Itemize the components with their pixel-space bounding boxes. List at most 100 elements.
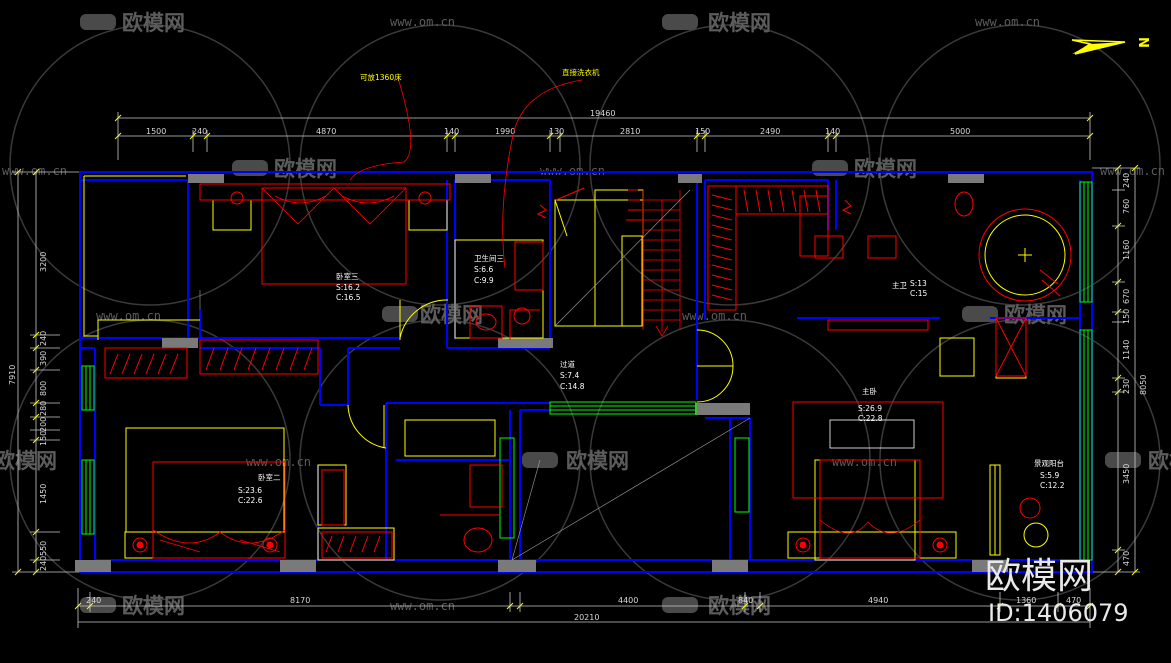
brand-id: ID:1406079 <box>988 599 1129 627</box>
dim-top-segment: 240 <box>192 127 207 136</box>
watermark-text: 欧模网 <box>0 449 57 473</box>
dimension-lines <box>12 112 1140 628</box>
dim-left-segment: 200 <box>39 417 48 432</box>
room-area: S:13 <box>910 279 927 288</box>
room-area: S:26.9 <box>858 404 882 413</box>
bed-3 <box>261 187 407 285</box>
room-name: 主卧 <box>862 386 877 396</box>
dim-bottom-segment: 4940 <box>868 596 888 605</box>
room-area: S:6.6 <box>474 265 493 274</box>
dim-bottom-segment: 8170 <box>290 596 310 605</box>
room-name: 主卫 <box>892 280 907 290</box>
room-name: 卧室三 <box>336 271 359 281</box>
dim-left-segment: 280 <box>39 401 48 416</box>
watermark-url: www.om.cn <box>832 455 897 469</box>
north-arrow-icon <box>1071 39 1126 55</box>
leader-lines <box>199 189 751 561</box>
dim-bottom-segment: 840 <box>738 596 753 605</box>
watermark-text: 欧模网 <box>274 157 337 181</box>
dim-left-segment: 3200 <box>39 252 48 272</box>
dim-top-total: 19460 <box>590 109 615 118</box>
dim-left-segment: 150 <box>39 431 48 446</box>
dim-top-segment: 1990 <box>495 127 515 136</box>
dim-left-segment: 240 <box>39 556 48 571</box>
watermark-text: 欧模网 <box>708 11 771 35</box>
dim-left-segment: 390 <box>39 351 48 366</box>
yellow-outlines <box>83 175 1027 561</box>
dim-top-segment: 2810 <box>620 127 640 136</box>
dim-top-segment: 5000 <box>950 127 970 136</box>
dim-top-segment: 1500 <box>146 127 166 136</box>
dim-right-segment: 760 <box>1122 199 1131 214</box>
dim-right-segment: 150 <box>1122 309 1131 324</box>
wardrobe <box>104 347 188 379</box>
dim-top-segment: 4870 <box>316 127 336 136</box>
top-dimensions: 19460 1500 240 4870 140 1990 130 2810 15… <box>146 109 970 136</box>
dim-left-segment: 800 <box>39 381 48 396</box>
dim-top-segment: 2490 <box>760 127 780 136</box>
watermark-text: 欧模网 <box>1004 303 1067 327</box>
dim-right-segment: 3450 <box>1122 464 1131 484</box>
room-perimeter: C:12.2 <box>1040 481 1065 490</box>
dim-top-segment: 150 <box>695 127 710 136</box>
room-perimeter: C:9.9 <box>474 276 494 285</box>
dim-right-segment: 670 <box>1122 289 1131 304</box>
brand-logo-text: 欧模网 <box>985 556 1093 597</box>
columns <box>75 174 1008 572</box>
dim-right-total: 8050 <box>1139 375 1148 395</box>
dim-right-segment: 1160 <box>1122 240 1131 260</box>
dim-top-segment: 130 <box>549 127 564 136</box>
room-name: 景观阳台 <box>1034 458 1064 468</box>
dim-left-segment: 240 <box>39 331 48 346</box>
watermark-text: 欧模网 <box>854 157 917 181</box>
room-perimeter: C:22.8 <box>858 414 883 423</box>
dim-right-segment: 1140 <box>1122 340 1131 360</box>
dim-bottom-segment: 470 <box>1066 596 1081 605</box>
dim-right-segment: 240 <box>1122 173 1131 188</box>
room-perimeter: C:22.6 <box>238 496 263 505</box>
watermark-url: www.om.cn <box>2 164 67 178</box>
dim-left-total: 7910 <box>8 365 17 385</box>
left-dimensions: 7910 3200 240 390 800 280 200 150 1450 5… <box>8 252 48 571</box>
room-perimeter: C:14.8 <box>560 382 585 391</box>
room-name: 卧室二 <box>258 472 281 482</box>
dim-top-segment: 140 <box>444 127 459 136</box>
dim-right-segment: 470 <box>1122 551 1131 566</box>
dim-left-segment: 1450 <box>39 484 48 504</box>
furniture <box>104 183 1072 559</box>
room-area: S:7.4 <box>560 371 579 380</box>
room-area: S:23.6 <box>238 486 262 495</box>
dim-top-segment: 140 <box>825 127 840 136</box>
bottom-dimensions: 240 8170 4400 840 4940 1360 470 20210 <box>86 596 1081 622</box>
watermark-text: 欧模网 <box>566 449 629 473</box>
room-name: 过道 <box>560 359 575 369</box>
bed-2 <box>152 461 286 559</box>
dim-bottom-segment: 4400 <box>618 596 638 605</box>
room-labels: 卧室三 S:16.2 C:16.5 卫生间三 S:6.6 C:9.9 过道 S:… <box>238 253 1065 505</box>
master-bed <box>819 459 921 559</box>
watermark-text: 欧模网 <box>122 11 185 35</box>
washer-note: 直接洗衣机 <box>562 67 600 77</box>
dim-bottom-segment: 240 <box>86 596 101 605</box>
room-area: S:5.9 <box>1040 471 1059 480</box>
watermark-text: 欧模网 <box>1148 449 1171 473</box>
staircase <box>642 190 681 337</box>
room-perimeter: C:15 <box>910 289 928 298</box>
dim-bottom-segment: 1360 <box>1016 596 1036 605</box>
room-perimeter: C:16.5 <box>336 293 361 302</box>
dim-bottom-total: 20210 <box>574 613 599 622</box>
room-name: 卫生间三 <box>474 253 504 263</box>
north-label: N <box>1135 37 1150 48</box>
note-leaders <box>349 77 583 269</box>
dimension-ticks <box>14 114 1139 610</box>
watermark-text: 欧模网 <box>420 303 483 327</box>
watermark-url: www.om.cn <box>390 15 455 29</box>
watermark-url: www.om.cn <box>96 309 161 323</box>
room-area: S:16.2 <box>336 283 360 292</box>
right-dimensions: 8050 240 760 1160 670 150 1140 230 3450 … <box>1122 173 1148 566</box>
round-bathtub <box>978 208 1072 302</box>
watermark-url: www.om.cn <box>975 15 1040 29</box>
bed-note: 可放1360床 <box>360 72 402 82</box>
windows <box>81 181 1093 561</box>
